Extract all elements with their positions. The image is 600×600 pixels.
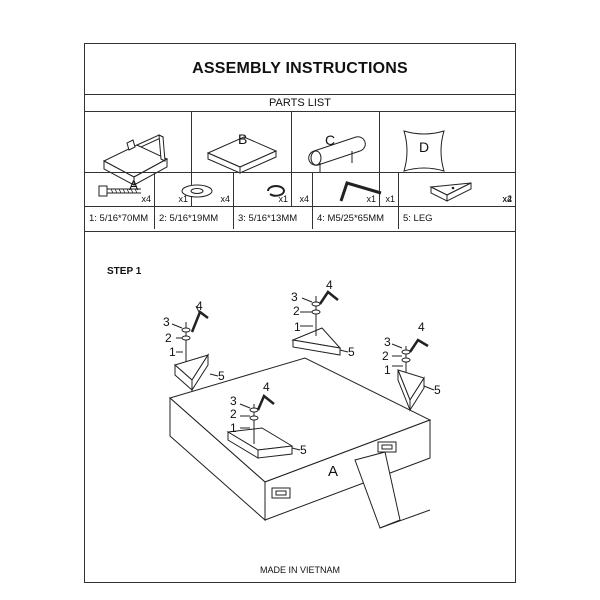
spec-3: 3: 5/16*13MM (234, 207, 313, 229)
leg-qty: x4 (502, 194, 512, 204)
part-a-letter: A (129, 177, 139, 193)
lock-washer-icon (267, 185, 286, 197)
spec-2: 2: 5/16*19MM (155, 207, 234, 229)
bolt-icon (98, 185, 141, 197)
part-a-qty: x1 (178, 194, 188, 204)
part-d-cell: D x2 (380, 111, 515, 206)
pillow-icon (403, 130, 445, 172)
part-c-qty: x1 (366, 194, 376, 204)
part-b-qty: x1 (278, 194, 288, 204)
spec-5: 5: LEG (403, 212, 433, 224)
spec-row: 1: 5/16*70MM 2: 5/16*19MM 3: 5/16*13MM 4… (85, 206, 515, 232)
flat-washer-icon (181, 184, 213, 198)
bolt-cell: x4 (85, 172, 155, 206)
allen-key-cell: x1 (313, 172, 399, 206)
allen-key-icon (339, 181, 382, 202)
lock-washer-cell: x4 (234, 172, 313, 206)
part-c-letter: C (325, 132, 336, 148)
cushion-icon (206, 136, 278, 174)
spec-4: 4: M5/25*65MM (313, 207, 399, 229)
bolt-qty: x4 (141, 194, 151, 204)
page-title: ASSEMBLY INSTRUCTIONS (85, 44, 515, 95)
part-d-letter: D (419, 139, 430, 155)
lock-washer-qty: x4 (299, 194, 309, 204)
part-d-qty: x2 (502, 194, 512, 204)
allen-key-qty: x1 (385, 194, 395, 204)
triangle-leg-icon (429, 182, 472, 202)
leg-cell: x4 (399, 172, 515, 206)
part-b-cell: B x1 (192, 111, 292, 206)
bolster-icon (308, 136, 366, 173)
parts-list-header: PARTS LIST (85, 94, 515, 112)
part-c-cell: C x1 (292, 111, 380, 206)
flat-washer-qty: x4 (220, 194, 230, 204)
spec-1: 1: 5/16*70MM (85, 207, 155, 229)
step-label: STEP 1 (107, 266, 142, 277)
part-b-letter: B (238, 131, 248, 147)
instruction-sheet: ASSEMBLY INSTRUCTIONS PARTS LIST A x1 B … (84, 43, 516, 583)
made-in-label: MADE IN VIETNAM (259, 565, 340, 575)
flat-washer-cell: x4 (155, 172, 234, 206)
